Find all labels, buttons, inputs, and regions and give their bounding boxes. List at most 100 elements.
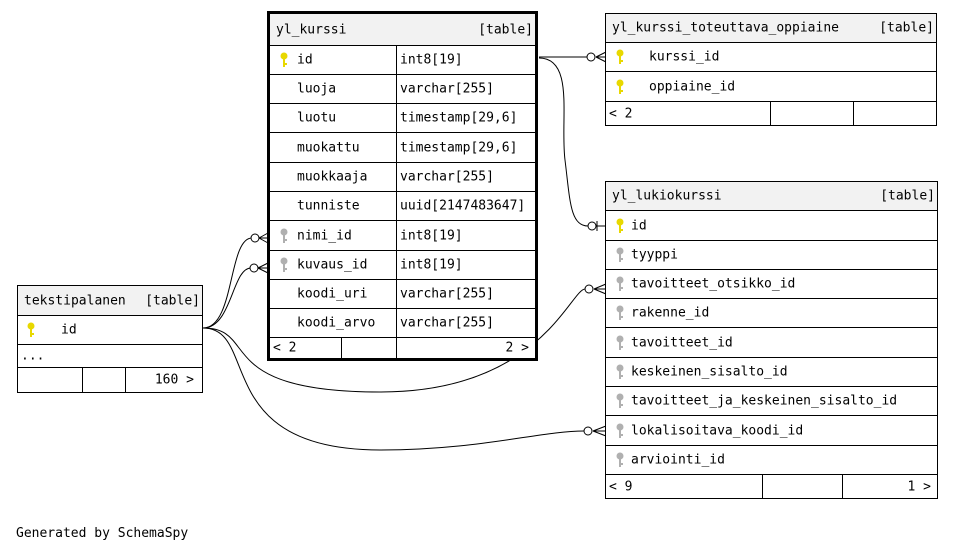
foreign-key-icon [616, 393, 624, 408]
primary-key-icon [27, 322, 35, 337]
table-row[interactable]: oppiaine_id [606, 72, 936, 102]
column-name: muokattu [297, 140, 360, 155]
foreign-key-icon [280, 228, 288, 243]
column-name: tavoitteet_id [631, 335, 733, 350]
column-name: kurssi_id [649, 49, 720, 65]
children-count[interactable]: 1 > [907, 479, 931, 494]
table-name: yl_lukiokurssi [612, 188, 722, 204]
column-name: arviointi_id [631, 452, 725, 468]
table-row[interactable]: id int8[19] [270, 46, 535, 75]
generated-by-label: Generated by SchemaSpy [16, 526, 189, 541]
column-name: luoja [297, 81, 337, 97]
table-header: yl_kurssi [table] [270, 14, 535, 46]
table-kind: [table] [145, 293, 200, 308]
parents-count[interactable]: < 9 [609, 479, 633, 494]
column-name: koodi_arvo [297, 315, 376, 331]
column-type: varchar[255] [400, 315, 494, 331]
column-name: rakenne_id [631, 305, 710, 321]
primary-key-icon [616, 49, 624, 64]
table-row[interactable]: kurssi_id [606, 43, 936, 72]
column-type: int8[19] [400, 257, 463, 273]
primary-key-icon [280, 52, 288, 67]
column-name: muokkaaja [297, 169, 368, 185]
table-row[interactable]: muokkaaja varchar[255] [270, 163, 535, 192]
table-row[interactable]: kuvaus_id int8[19] [270, 251, 535, 280]
table-row[interactable]: tavoitteet_id [606, 328, 937, 358]
table-header: yl_kurssi_toteuttava_oppiaine [table] [606, 14, 936, 43]
column-name: lokalisoitava_koodi_id [631, 423, 804, 438]
table-name: tekstipalanen [24, 293, 126, 308]
table-footer: < 2 [606, 102, 936, 125]
table-row[interactable]: koodi_uri varchar[255] [270, 280, 535, 309]
table-row[interactable]: koodi_arvo varchar[255] [270, 309, 535, 338]
edge-kurssi-to-toteuttava-oppiaine [539, 51, 607, 63]
column-name: tavoitteet_ja_keskeinen_sisalto_id [631, 393, 898, 409]
foreign-key-icon [616, 452, 624, 467]
parents-count[interactable]: < 2 [609, 106, 633, 121]
column-type: int8[19] [400, 52, 463, 68]
column-name: tavoitteet_otsikko_id [631, 276, 796, 292]
table-row[interactable]: tunniste uuid[2147483647] [270, 192, 535, 221]
column-name: koodi_uri [297, 286, 368, 302]
primary-key-icon [616, 218, 624, 233]
foreign-key-icon [616, 305, 624, 320]
children-count[interactable]: 160 > [154, 372, 194, 388]
more-columns-row: ... [18, 345, 202, 368]
edge-tavoitteet-otsikko-to-tekstipalanen [202, 283, 607, 393]
table-yl-kurssi[interactable]: yl_kurssi [table] id int8[19] luoja varc… [267, 11, 538, 361]
table-row[interactable]: arviointi_id [606, 446, 937, 475]
table-row[interactable]: id [18, 316, 202, 345]
column-name: keskeinen_sisalto_id [631, 364, 788, 380]
column-type: varchar[255] [400, 169, 494, 185]
table-row[interactable]: keskeinen_sisalto_id [606, 358, 937, 387]
foreign-key-icon [616, 276, 624, 291]
table-name: yl_kurssi [276, 22, 347, 37]
column-name: tunniste [297, 198, 360, 214]
edge-lukiokurssi-to-kurssi [538, 57, 606, 231]
table-footer: < 9 1 > [606, 475, 937, 498]
column-name: nimi_id [297, 228, 352, 243]
edge-lokalisoitava-koodi-to-tekstipalanen [202, 327, 607, 451]
column-type: int8[19] [400, 228, 463, 243]
table-row[interactable]: luotu timestamp[29,6] [270, 104, 535, 133]
table-name: yl_kurssi_toteuttava_oppiaine [612, 20, 839, 36]
table-row[interactable]: id [606, 211, 937, 241]
table-row[interactable]: tyyppi [606, 241, 937, 270]
column-type: uuid[2147483647] [400, 198, 526, 214]
table-tekstipalanen[interactable]: tekstipalanen [table] id ... 160 > [17, 285, 203, 393]
foreign-key-icon [616, 335, 624, 350]
children-count[interactable]: 2 > [505, 340, 529, 355]
table-row[interactable]: luoja varchar[255] [270, 75, 535, 104]
ellipsis: ... [21, 348, 45, 364]
column-name: tyyppi [631, 247, 678, 263]
column-name: id [297, 52, 313, 68]
table-yl-lukiokurssi[interactable]: yl_lukiokurssi [table] id tyyppi tavoitt… [605, 181, 938, 499]
column-name: id [631, 218, 647, 233]
column-name: oppiaine_id [649, 79, 736, 94]
table-row[interactable]: lokalisoitava_koodi_id [606, 416, 937, 446]
column-type: timestamp[29,6] [400, 110, 518, 126]
table-header: yl_lukiokurssi [table] [606, 182, 937, 211]
table-row[interactable]: tavoitteet_ja_keskeinen_sisalto_id [606, 387, 937, 416]
table-row[interactable]: nimi_id int8[19] [270, 221, 535, 251]
table-footer: 160 > [18, 368, 202, 392]
column-type: varchar[255] [400, 81, 494, 97]
column-name: kuvaus_id [297, 257, 368, 273]
edge-kuvaus-to-tekstipalanen [202, 262, 269, 329]
table-row[interactable]: tavoitteet_otsikko_id [606, 270, 937, 299]
primary-key-icon [616, 79, 624, 94]
column-name: luotu [297, 110, 337, 126]
table-footer: < 2 2 > [270, 337, 535, 358]
foreign-key-icon [616, 364, 624, 379]
table-row[interactable]: muokattu timestamp[29,6] [270, 133, 535, 163]
foreign-key-icon [280, 257, 288, 272]
table-header: tekstipalanen [table] [18, 286, 202, 316]
table-row[interactable]: rakenne_id [606, 299, 937, 328]
table-yl-kurssi-toteuttava-oppiaine[interactable]: yl_kurssi_toteuttava_oppiaine [table] ku… [605, 13, 937, 126]
column-type: varchar[255] [400, 286, 494, 302]
column-type: timestamp[29,6] [400, 140, 518, 155]
table-kind: [table] [880, 188, 935, 204]
foreign-key-icon [616, 423, 624, 438]
parents-count[interactable]: < 2 [273, 340, 297, 355]
